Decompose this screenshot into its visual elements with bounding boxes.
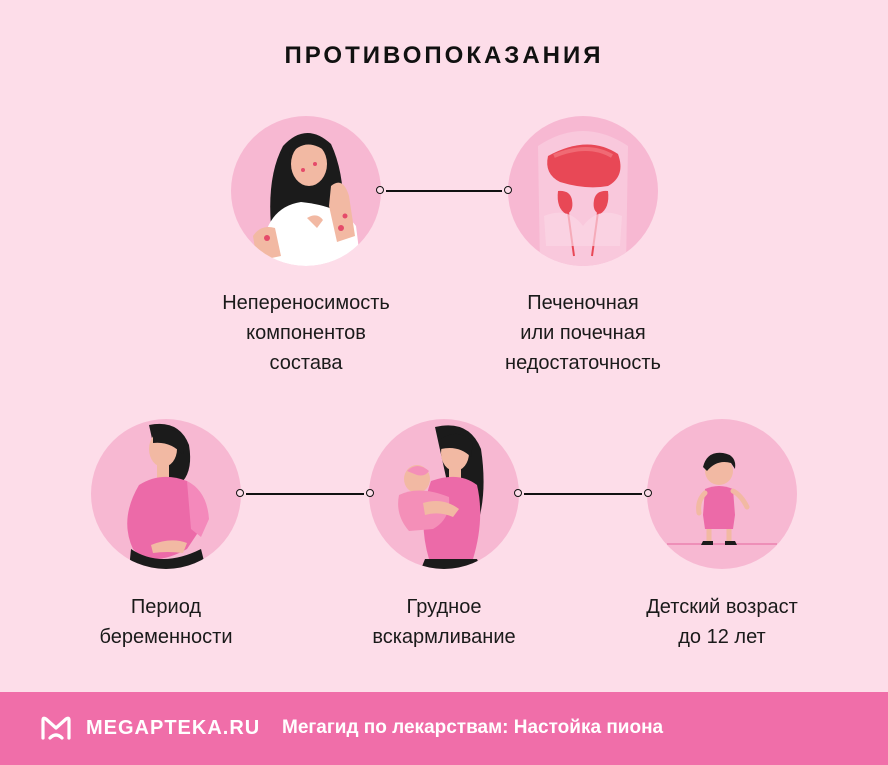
child-icon [647,419,797,569]
item-allergy-label: Непереносимость компонентов состава [222,292,390,374]
item-pregnancy-label: Период беременности [99,596,233,648]
footer-tagline: Мегагид по лекарствам: Настойка пиона [282,717,664,738]
item-child-label: Детский возраст до 12 лет [646,596,798,648]
brand-logo[interactable]: MEGAPTEKA.RU [40,714,260,742]
brand-name: MEGAPTEKA.RU [86,716,261,739]
liver-kidney-icon [508,116,658,266]
breastfeeding-icon [369,419,519,569]
item-breastfeeding-label: Грудное вскармливание [372,596,516,648]
megapteka-logo-icon [41,716,71,740]
pregnant-woman-icon [91,419,241,569]
connector-line [376,186,512,196]
connector-line [514,489,652,499]
connector-line [236,489,374,499]
item-liver-label: Печеночная или почечная недостаточность [505,292,661,374]
page-title: ПРОТИВОПОКАЗАНИЯ [284,42,604,69]
footer-bar: MEGAPTEKA.RU Мегагид по лекарствам: Наст… [0,692,888,765]
allergy-woman-icon [231,116,381,266]
